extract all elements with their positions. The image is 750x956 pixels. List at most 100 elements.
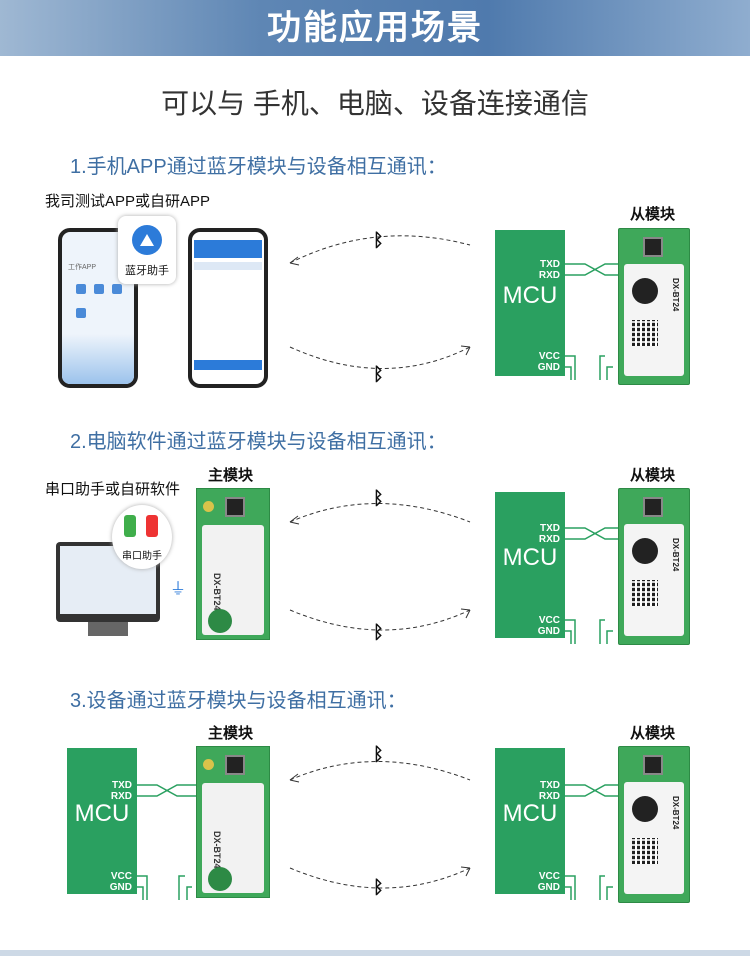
module-chip: [643, 237, 663, 257]
wiring-2: [565, 527, 625, 644]
module-shield: DX-BT24: [202, 525, 264, 635]
app-icon: [76, 284, 86, 294]
module-shield: DX-BT24: [624, 782, 684, 894]
mcu-board: TXD RXD MCU VCC GND: [495, 492, 565, 638]
slave-module: DX-BT24: [618, 746, 690, 903]
app-badge: 蓝牙助手: [118, 216, 176, 284]
slave-module-label: 从模块: [630, 206, 676, 223]
vcc-pin-label: VCC: [538, 351, 560, 362]
page-subtitle: 可以与 手机、电脑、设备连接通信: [161, 88, 589, 119]
rxd-pin-label: RXD: [110, 791, 132, 802]
phone-screen-label: 工作APP: [68, 264, 97, 271]
wallpaper: [62, 334, 134, 384]
module-model-text: DX-BT24: [671, 278, 680, 312]
slave-module: DX-BT24: [618, 488, 690, 645]
module-dot: [203, 501, 214, 512]
section-2-left-label: 串口助手或自研软件: [45, 481, 181, 498]
header-banner: [0, 0, 750, 56]
module-logo-icon: [632, 538, 658, 564]
module-chip: [225, 755, 245, 775]
module-shield: DX-BT24: [202, 783, 264, 893]
gnd-pin-label: GND: [537, 882, 560, 893]
master-module-label: 主模块: [208, 725, 254, 742]
section-2-title: 2.电脑软件通过蓝牙模块与设备相互通讯：: [70, 431, 447, 453]
app-icon: [94, 284, 104, 294]
mcu-label: MCU: [502, 800, 558, 827]
master-module: DX-BT24: [196, 488, 270, 640]
master-model-text: DX-BT24: [212, 831, 222, 869]
serial-tool-label: 串口助手: [122, 551, 162, 562]
connection-arcs-3: [289, 761, 471, 889]
monitor-stand: [88, 622, 128, 636]
page-title: 功能应用场景: [267, 9, 483, 47]
txd-pin-label: TXD: [112, 780, 132, 791]
txd-pin-label: TXD: [540, 523, 560, 534]
bluetooth-icon: ᛒ: [373, 622, 384, 642]
rxd-pin-label: RXD: [538, 791, 560, 802]
gnd-pin-label: GND: [537, 626, 560, 637]
module-dot: [203, 759, 214, 770]
module-logo-icon: [632, 278, 658, 304]
master-model-text: DX-BT24: [212, 573, 222, 611]
module-logo-icon: [208, 867, 232, 891]
serial-port-icon: [146, 515, 158, 537]
module-shield: DX-BT24: [624, 524, 684, 636]
mcu-label: MCU: [74, 800, 130, 827]
module-model-text: DX-BT24: [671, 538, 680, 572]
bluetooth-app-icon: [132, 225, 162, 255]
connection-arcs-2: [289, 503, 471, 631]
qr-code-icon: [632, 580, 658, 606]
wiring-3-right: [565, 784, 625, 900]
module-logo-icon: [632, 796, 658, 822]
rxd-pin-label: RXD: [538, 534, 560, 545]
mcu-board: TXD RXD MCU VCC GND: [495, 748, 565, 894]
mcu-label: MCU: [502, 544, 558, 571]
usb-icon: ⏚: [170, 581, 187, 598]
app-badge-label: 蓝牙助手: [125, 265, 169, 277]
bluetooth-icon: ᛒ: [373, 488, 384, 508]
bluetooth-icon: ᛒ: [373, 230, 384, 250]
mcu-board: TXD RXD MCU VCC GND: [67, 748, 137, 894]
slave-module-label: 从模块: [630, 467, 676, 484]
qr-code-icon: [632, 838, 658, 864]
footer-bar: [0, 950, 750, 956]
wiring-3-left: [137, 784, 197, 900]
phone-2-image: [188, 228, 268, 388]
txd-pin-label: TXD: [540, 780, 560, 791]
section-1-left-label: 我司测试APP或自研APP: [45, 193, 211, 210]
module-model-text: DX-BT24: [671, 796, 680, 830]
vcc-pin-label: VCC: [538, 871, 560, 882]
gnd-pin-label: GND: [537, 362, 560, 373]
app-bottom-bar: [194, 360, 262, 370]
serial-port-icon: [124, 515, 136, 537]
bluetooth-icon: ᛒ: [373, 744, 384, 764]
section-1-title: 1.手机APP通过蓝牙模块与设备相互通讯：: [70, 156, 447, 178]
app-icon: [112, 284, 122, 294]
slave-module-label: 从模块: [630, 725, 676, 742]
vcc-pin-label: VCC: [110, 871, 132, 882]
app-icon: [76, 308, 86, 318]
module-shield: DX-BT24: [624, 264, 684, 376]
master-module: DX-BT24: [196, 746, 270, 898]
app-toolbar: [194, 262, 262, 270]
bluetooth-icon: ᛒ: [373, 877, 384, 897]
module-chip: [643, 497, 663, 517]
rxd-pin-label: RXD: [538, 270, 560, 281]
bluetooth-icon: ᛒ: [373, 364, 384, 384]
section-3-title: 3.设备通过蓝牙模块与设备相互通讯：: [70, 690, 407, 712]
vcc-pin-label: VCC: [538, 615, 560, 626]
module-logo-icon: [208, 609, 232, 633]
slave-module: DX-BT24: [618, 228, 690, 385]
app-header-bar: [194, 240, 262, 258]
module-chip: [643, 755, 663, 775]
txd-pin-label: TXD: [540, 259, 560, 270]
qr-code-icon: [632, 320, 658, 346]
wiring-1: [565, 263, 625, 380]
master-module-label: 主模块: [208, 467, 254, 484]
gnd-pin-label: GND: [109, 882, 132, 893]
module-chip: [225, 497, 245, 517]
mcu-board: TXD RXD MCU VCC GND: [495, 230, 565, 376]
serial-tool-badge: 串口助手: [112, 505, 172, 569]
mcu-label: MCU: [502, 282, 558, 309]
connection-arcs-1: [289, 235, 471, 369]
